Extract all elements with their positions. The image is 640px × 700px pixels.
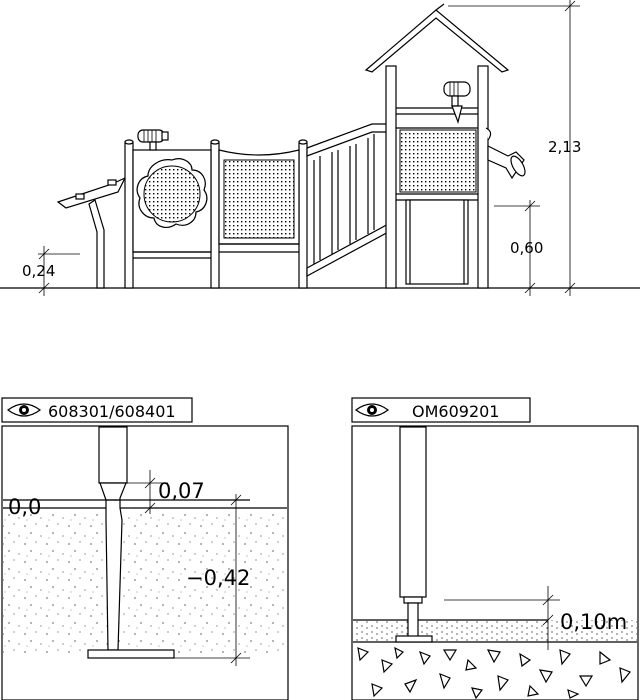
dim-platform-height: 0,60 [494,200,543,296]
dim-left-height-label: 0,24 [22,262,55,280]
detail-left-code: 608301/608401 [48,402,176,421]
dim-total-height: 2,13 [448,0,581,296]
level-zero-label: 0,0 [8,495,41,519]
dim-platform-height-label: 0,60 [510,239,543,257]
middle-module [218,139,308,289]
elevation-view: 2,13 0,60 0,24 [0,0,640,296]
detail-left: 608301/608401 0,07 0,0 −0,42 [1,397,289,700]
sign-post [56,176,127,289]
dim-total-height-label: 2,13 [548,138,581,156]
gravel-layer [357,646,631,700]
telescope-icon [443,81,471,125]
eye-icon [354,403,390,417]
dim-left-height: 0,24 [22,246,80,296]
eye-icon [6,403,42,417]
detail-right: OM609201 [351,397,639,700]
right-tower [364,3,526,289]
dim-above-label: 0,07 [158,479,205,503]
left-module [124,129,220,289]
post-anchor [395,426,433,643]
detail-right-code: OM609201 [412,402,499,421]
horn-icon [487,145,526,180]
dim-height-label: 0,10m [560,610,627,634]
telescope-icon [137,129,169,151]
bridge-railing [306,123,393,278]
dim-depth-label: −0,42 [186,566,250,590]
